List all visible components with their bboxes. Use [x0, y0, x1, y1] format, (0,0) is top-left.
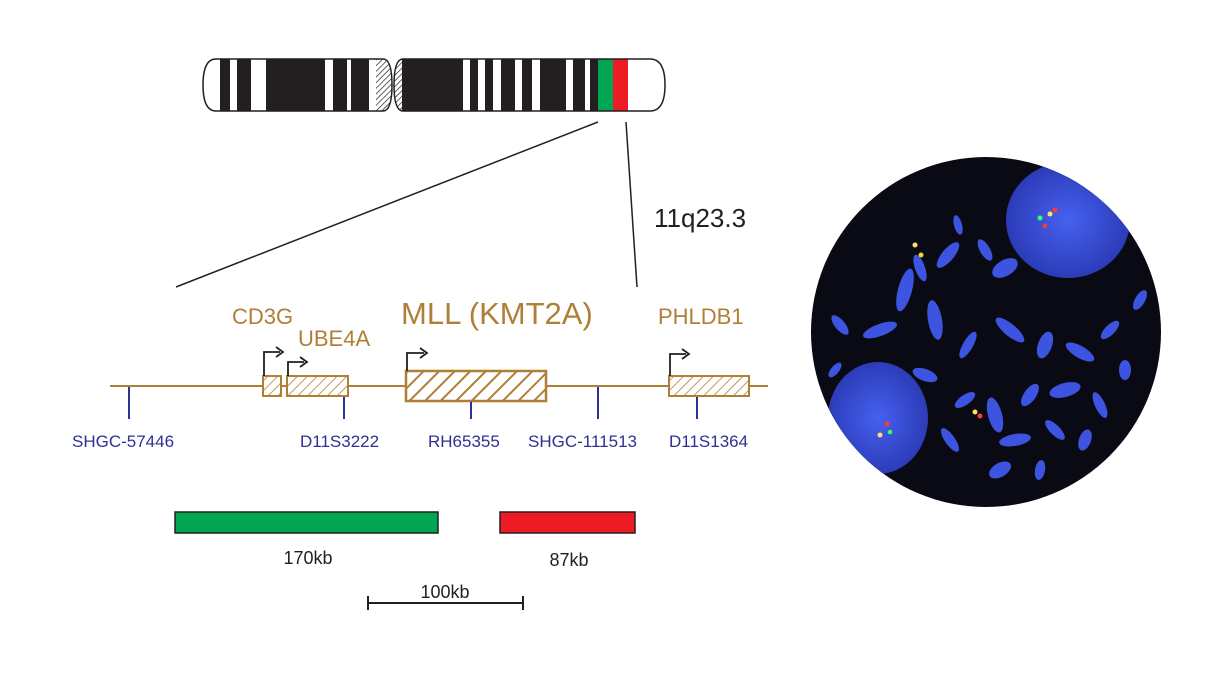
probe-green: 170kb	[174, 511, 439, 568]
probe-bar	[499, 511, 636, 534]
green-signal-dot	[1037, 215, 1043, 221]
gene-label: CD3G	[232, 304, 293, 329]
metaphase-chromosomes	[828, 215, 1147, 480]
chromosome-band	[485, 59, 493, 111]
chromosome-band	[470, 59, 478, 111]
red-probe-locus	[613, 59, 628, 111]
marker-label: RH65355	[428, 432, 500, 451]
scale-bar-label: 100kb	[420, 582, 469, 602]
gene-label: MLL (KMT2A)	[401, 296, 593, 331]
zoom-line-left	[175, 121, 599, 288]
fusion-signal-dot	[972, 409, 978, 415]
gene-box	[668, 375, 750, 397]
chromosome-band	[266, 59, 325, 111]
centromere	[394, 59, 402, 111]
marker-shgc-57446: SHGC-57446	[72, 387, 174, 451]
chromosome-ideogram	[202, 58, 666, 112]
marker-rh65355: RH65355	[428, 402, 500, 451]
probe-size-label: 170kb	[283, 548, 332, 568]
transcription-start-arrow-icon	[263, 351, 280, 376]
red-signal-dot	[884, 421, 890, 427]
probe-bar	[174, 511, 439, 534]
chromosome-p-arm	[203, 59, 392, 111]
chromosome-band	[351, 59, 369, 111]
fish-micrograph	[811, 157, 1161, 507]
gene-box	[404, 369, 548, 403]
transcription-start-arrow-icon	[669, 353, 686, 376]
transcription-start-arrow-icon	[287, 361, 304, 376]
gene-box	[286, 375, 349, 397]
gene-ube4a: UBE4A	[286, 326, 370, 397]
chromosome-band	[220, 59, 230, 111]
green-probe-locus	[598, 59, 613, 111]
gene-mll: MLL (KMT2A)	[401, 296, 593, 403]
green-signal-dot	[887, 429, 893, 435]
chromosome-band	[540, 59, 566, 111]
gene-cd3g: CD3G	[232, 304, 293, 397]
interphase-nucleus	[828, 362, 928, 474]
chromosome-band	[573, 59, 585, 111]
probe-size-label: 87kb	[549, 550, 588, 570]
marker-shgc-111513: SHGC-111513	[528, 387, 637, 451]
interphase-nucleus	[1006, 162, 1130, 278]
marker-label: SHGC-111513	[528, 432, 637, 451]
gene-box	[262, 375, 282, 397]
fish-signals	[877, 207, 1058, 438]
gene-label: UBE4A	[298, 326, 370, 351]
transcription-start-arrow-icon	[406, 352, 424, 371]
gene-phldb1: PHLDB1	[658, 304, 750, 397]
zoom-line-right	[625, 121, 638, 288]
probe-red: 87kb	[499, 511, 636, 570]
red-signal-dot	[1042, 223, 1048, 229]
centromere	[376, 59, 392, 111]
chromosome-band	[402, 59, 463, 111]
fusion-signal-dot	[1047, 211, 1053, 217]
chromosome-band	[522, 59, 532, 111]
marker-label: D11S1364	[669, 432, 748, 451]
chromosome-band	[237, 59, 251, 111]
chromosome-band	[501, 59, 515, 111]
marker-label: SHGC-57446	[72, 432, 174, 451]
chromosome-band	[333, 59, 347, 111]
chromosome-band	[590, 59, 598, 111]
red-signal-dot	[1052, 207, 1058, 213]
marker-label: D11S3222	[300, 432, 379, 451]
gene-label: PHLDB1	[658, 304, 744, 329]
fusion-signal-dot	[877, 432, 883, 438]
fusion-signal-dot	[918, 252, 924, 258]
marker-d11s3222: D11S3222	[300, 397, 379, 451]
chromosome-q-arm	[394, 59, 665, 111]
band-label: 11q23.3	[654, 203, 746, 233]
red-signal-dot	[977, 413, 983, 419]
scale-bar: 100kb	[367, 582, 524, 610]
genomic-map: CD3G UBE4A MLL (KMT2A) PHLDB1 SHGC-57446	[72, 296, 768, 451]
marker-d11s1364: D11S1364	[669, 397, 748, 451]
fusion-signal-dot	[912, 242, 918, 248]
